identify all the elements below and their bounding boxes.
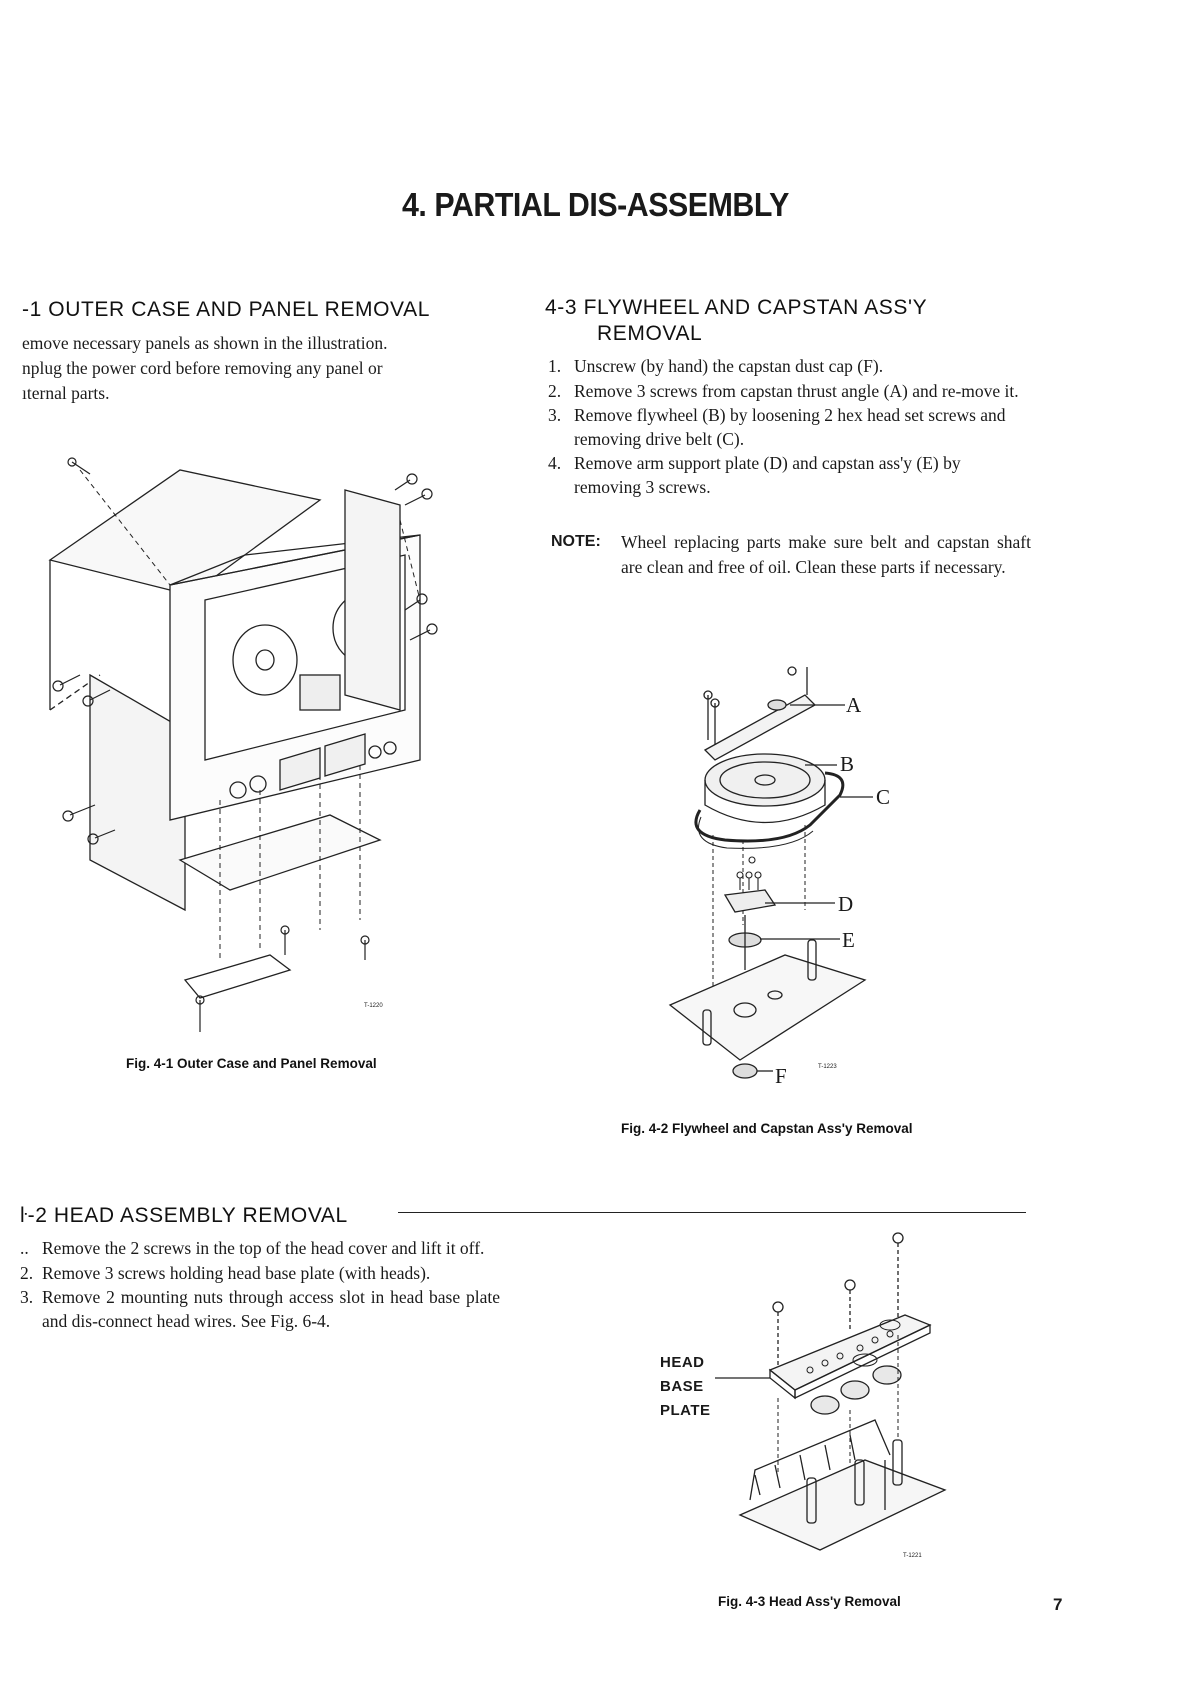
callout-a: A — [846, 693, 862, 717]
fig-4-1-caption: Fig. 4-1 Outer Case and Panel Removal — [126, 1056, 377, 1071]
callout-c: C — [876, 785, 891, 809]
figure-code: T-1220 — [364, 1003, 383, 1009]
list-item: ..Remove the 2 screws in the top of the … — [20, 1238, 485, 1258]
note-label: NOTE: — [551, 533, 601, 550]
text-line: nplug the power cord before removing any… — [22, 358, 383, 378]
section-rule — [398, 1212, 1026, 1213]
fig-4-2-caption: Fig. 4-2 Flywheel and Capstan Ass'y Remo… — [621, 1121, 913, 1136]
section-4-1-text: emove necessary panels as shown in the i… — [22, 331, 462, 406]
outer-case-panel-illustration — [48, 457, 438, 1032]
callout-d: D — [838, 892, 854, 916]
list-item: 3.Remove 2 mounting nuts through access … — [20, 1287, 500, 1331]
list-item: 1.Unscrew (by hand) the capstan dust cap… — [548, 356, 884, 376]
head-assembly-illustration — [715, 1232, 947, 1551]
figure-code: T-1221 — [903, 1553, 922, 1559]
page-title: 4. PARTIAL DIS-ASSEMBLY — [401, 186, 789, 223]
flywheel-capstan-illustration — [668, 666, 873, 1079]
section-4-3-steps: 1.Unscrew (by hand) the capstan dust cap… — [548, 355, 1030, 500]
page-number: 7 — [1053, 1595, 1063, 1614]
list-item: 2.Remove 3 screws holding head base plat… — [20, 1262, 431, 1283]
list-item: 3.Remove flywheel (B) by loosening 2 hex… — [548, 405, 1006, 449]
section-4-3-heading-cont: REMOVAL — [597, 322, 703, 345]
note-text: Wheel replacing parts make sure belt and… — [621, 532, 1031, 577]
text-line: emove necessary panels as shown in the i… — [22, 333, 388, 353]
section-4-3-heading: 4-3 FLYWHEEL AND CAPSTAN ASS'Y — [545, 296, 928, 319]
section-4-1-heading: -1 OUTER CASE AND PANEL REMOVAL — [22, 298, 430, 321]
list-item: 2.Remove 3 screws from capstan thrust an… — [548, 380, 1019, 401]
list-item: 4.Remove arm support plate (D) and capst… — [548, 453, 961, 497]
section-4-2-steps: ..Remove the 2 screws in the top of the … — [20, 1237, 500, 1334]
head-base-plate-label: HEAD BASE PLATE — [660, 1354, 711, 1419]
fig-4-3-caption: Fig. 4-3 Head Ass'y Removal — [718, 1594, 901, 1609]
text-line: ıternal parts. — [22, 383, 110, 403]
callout-e: E — [842, 928, 855, 952]
callout-f: F — [775, 1064, 787, 1088]
callout-b: B — [840, 752, 855, 776]
figure-code: T-1223 — [818, 1064, 837, 1070]
section-4-2-heading: ŀ-2 HEAD ASSEMBLY REMOVAL — [20, 1204, 348, 1227]
